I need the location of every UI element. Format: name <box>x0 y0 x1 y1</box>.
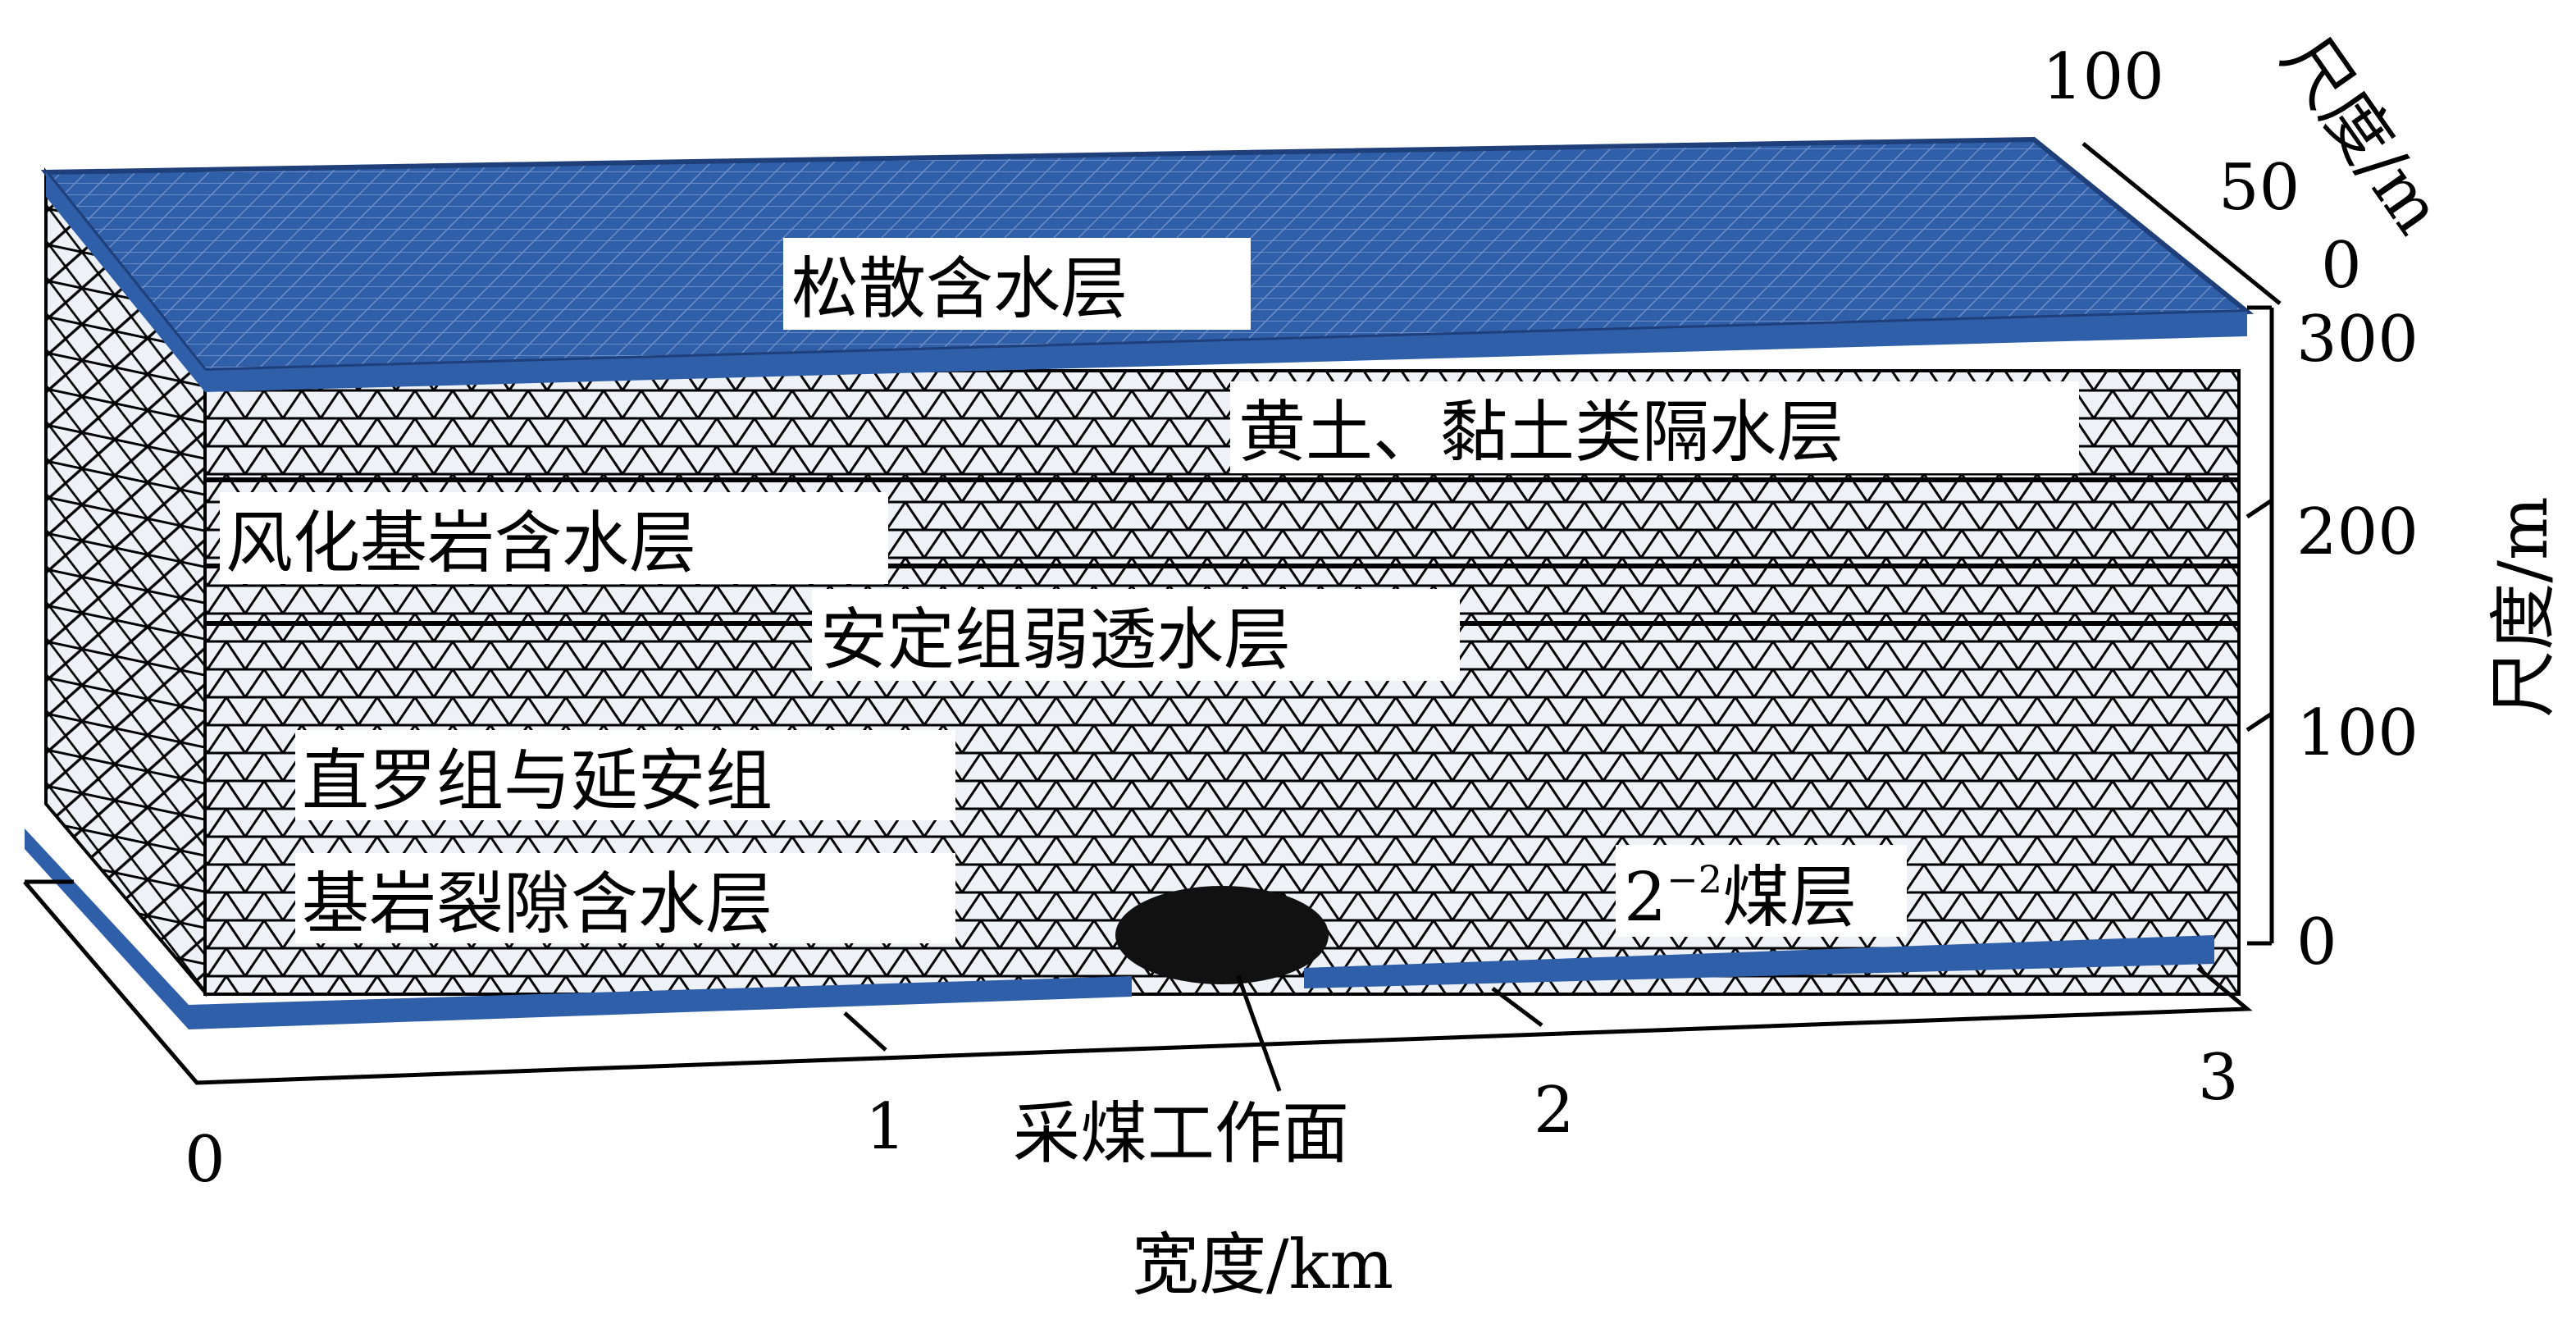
label-coal-seam: 2−2煤层 <box>1624 857 1857 937</box>
label-loose-aquifer: 松散含水层 <box>791 250 1128 328</box>
x-axis-line <box>23 880 2253 1085</box>
depth-tick-100: 100 <box>2042 40 2164 114</box>
top-aquifer-thickness <box>46 172 2247 392</box>
x-tick-1: 1 <box>865 1090 906 1164</box>
y-axis-title: 尺度/m <box>2485 496 2563 717</box>
y-tick-300: 300 <box>2296 303 2419 377</box>
y-tick-100: 100 <box>2296 696 2419 770</box>
x-tick-0: 0 <box>185 1123 226 1197</box>
x-tick-3: 3 <box>2198 1041 2239 1115</box>
label-weathered-bedrock-aquifer: 风化基岩含水层 <box>226 504 696 582</box>
depth-axis-line <box>2081 142 2282 305</box>
coal-seam-right <box>1304 935 2214 988</box>
label-loess-clay-aquitard: 黄土、黏土类隔水层 <box>1238 394 1844 472</box>
y-tick-200: 200 <box>2296 495 2419 569</box>
y-tick-0: 0 <box>2296 906 2337 979</box>
x-tick-2: 2 <box>1534 1074 1575 1148</box>
working-face-leader <box>1236 975 1282 1092</box>
label-working-face: 采煤工作面 <box>1013 1095 1349 1173</box>
x-axis-title: 宽度/km <box>1132 1226 1393 1304</box>
label-zhiluo-yanan-line2: 基岩裂隙含水层 <box>302 865 773 943</box>
label-anding-weak-permeable: 安定组弱透水层 <box>820 601 1291 679</box>
depth-tick-0: 0 <box>2321 229 2362 303</box>
label-zhiluo-yanan-line1: 直罗组与延安组 <box>302 742 773 820</box>
depth-tick-50: 50 <box>2218 151 2300 225</box>
working-face-mesh <box>1115 886 1329 984</box>
